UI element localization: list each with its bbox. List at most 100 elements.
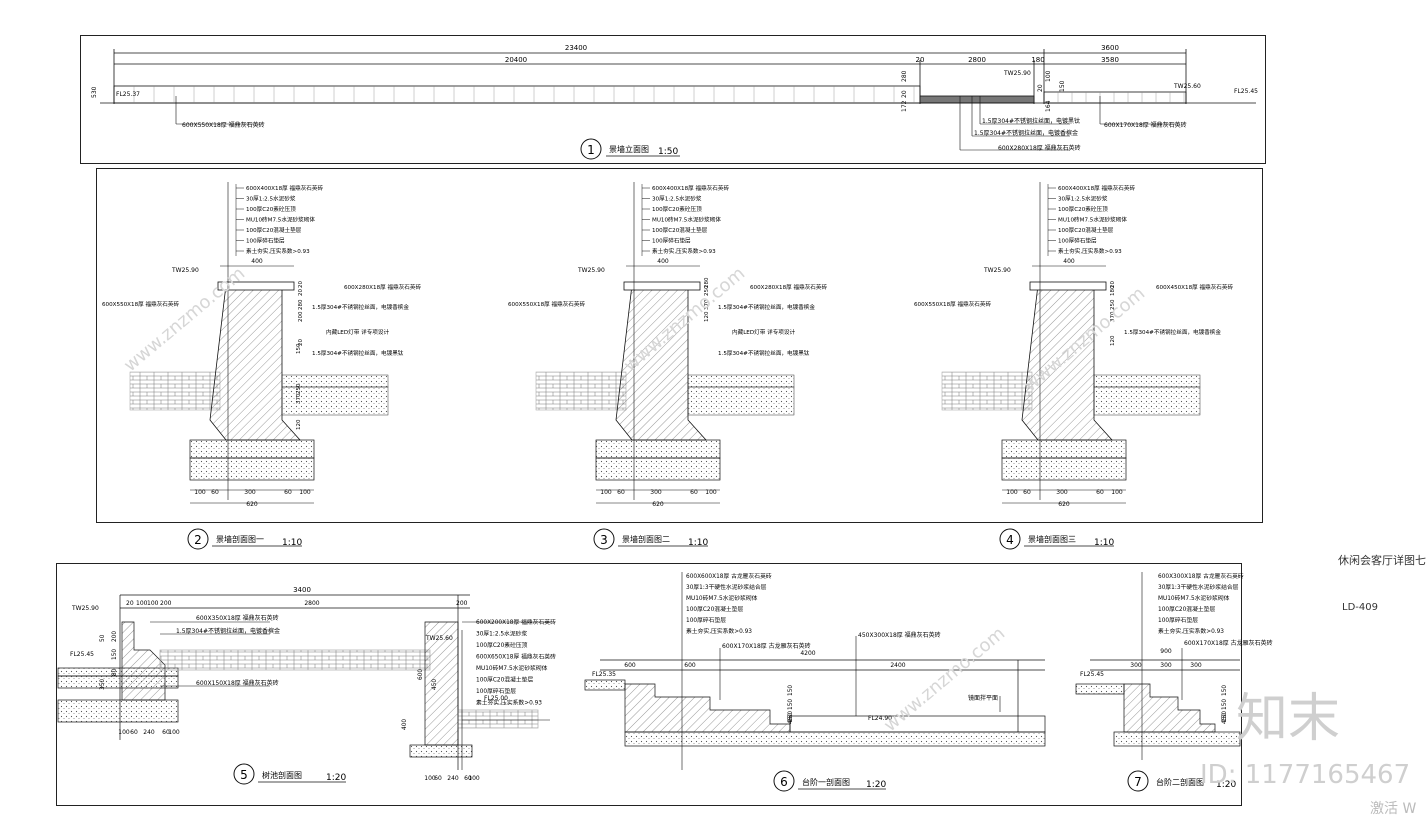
pool-side-dim: 400	[402, 719, 408, 730]
section-layer-label: 100厚碎石垫层	[1058, 237, 1097, 245]
pool-level-1: TW25.90	[71, 605, 99, 612]
pool-right-note: 100厚C20素砼压顶	[476, 641, 528, 649]
section-4: 600X400X18厚 福鼎灰石英砖30厚1:2.5水泥砂浆100厚C20素砼压…	[914, 182, 1233, 550]
section-paving	[941, 371, 1033, 411]
sections-frame	[96, 168, 1263, 523]
section-gravel	[1093, 386, 1201, 416]
section-bottom-dim: 100	[299, 489, 311, 496]
elevation-drawing	[100, 49, 1256, 104]
elev-note-2: 1.5厚304#不锈钢拉丝面，电镀黑钛	[982, 117, 1080, 125]
section-title-circle	[593, 528, 615, 550]
elev-side-dim-7: 150	[1059, 80, 1066, 92]
section-layer-label: 30厚1:2.5水泥砂浆	[652, 195, 702, 203]
stair2-title-num: 7	[1134, 775, 1142, 789]
stair2-scale: 1:20	[1216, 780, 1236, 790]
stair-layer-label: 100厚C20混凝土垫层	[1158, 605, 1215, 613]
elev-dim-180: 180	[1031, 56, 1044, 64]
section-concrete-bed	[595, 439, 721, 459]
stair2-note-1: 600X170X18厚 古龙雁灰石英砖	[1184, 639, 1273, 647]
section-layer-label: MU10砖M7.5水泥砂浆砌体	[652, 216, 721, 224]
elev-note-3: 1.5厚304#不锈钢拉丝面，电镀香槟金	[974, 129, 1078, 137]
sheet-code: LD-409	[1342, 602, 1378, 613]
stair2-leaders	[1141, 572, 1183, 760]
elev-side-dim-4: 100	[1045, 70, 1052, 82]
pool-bottom-dim: 60	[162, 729, 170, 736]
section-layer-label: 100厚C20混凝土垫层	[1058, 226, 1114, 234]
section-small-dim: 20	[298, 289, 304, 296]
pool-dim-100b: 100	[147, 600, 159, 607]
stair1-dim-1: 600	[624, 662, 636, 669]
pool-bottom-dim: 60	[464, 775, 472, 782]
stair-side-dim: 450	[788, 713, 794, 724]
elev-side-dim-6: 20	[1037, 84, 1044, 92]
stair1-scale: 1:20	[866, 780, 886, 790]
stair-layer-label: 30厚1:3干硬性水泥砂浆结合层	[1158, 583, 1239, 591]
section-wall-body	[209, 284, 301, 441]
section-coping	[217, 281, 295, 291]
stair1-note-2: 450X300X18厚 福鼎灰石英砖	[858, 631, 941, 639]
section-layer-label: 100厚C20混凝土垫层	[652, 226, 708, 234]
stair2-dim-2: 300	[1130, 662, 1142, 669]
section-bottom-dim: 60	[284, 489, 292, 496]
section-layer-label: 素土夯实,压实系数>0.93	[246, 247, 310, 255]
section-scale: 1:10	[282, 538, 302, 548]
pool-section-drawing	[57, 594, 539, 770]
section-note: 内藏LED灯带 详专项设计	[326, 328, 389, 336]
section-gravel-bed	[595, 457, 721, 481]
pool-right-note: MU10砖M7.5水泥砂浆砌体	[476, 664, 548, 672]
stair2-dim-3: 300	[1160, 662, 1172, 669]
section-bottom-total: 620	[246, 501, 258, 508]
elev-scale: 1:50	[658, 147, 678, 157]
stair1-level-2: FL24.90	[868, 715, 892, 722]
pool-level-2: FL25.45	[70, 651, 94, 658]
section-layer-label: 100厚C20素砼压顶	[652, 205, 702, 213]
stair-side-dim: 150	[788, 685, 794, 696]
elevation-tile-joints	[133, 86, 1185, 103]
section-layer-label: 素土夯实,压实系数>0.93	[652, 247, 716, 255]
elev-level-1: FL25.37	[116, 91, 140, 98]
elev-note-1: 600X550X18厚 福鼎灰石英砖	[182, 121, 265, 129]
section-top-dim: 400	[1063, 258, 1075, 265]
pool-side-dim: 50	[100, 634, 106, 642]
section-small-dim: 370	[296, 393, 302, 404]
pool-bottom-dim: 60	[130, 729, 138, 736]
section-layer-label: 100厚C20素砼压顶	[246, 205, 296, 213]
section-bottom-dim: 300	[1056, 489, 1068, 496]
pool-right-note: 素土夯实,压实系数>0.93	[476, 699, 542, 707]
section-concrete-bed	[1001, 439, 1127, 459]
pool-dim-20: 20	[126, 600, 134, 607]
stair-layer-label: 600X600X18厚 古龙雁灰石英砖	[686, 572, 772, 580]
pool-side-dim: 450	[432, 679, 438, 690]
elev-title: 景墙立面图	[609, 144, 649, 154]
pool-bottom-dim: 60	[434, 775, 442, 782]
section-small-dim: 370	[1110, 311, 1116, 322]
section-small-dim: 180	[1110, 285, 1116, 296]
section-small-dim: 250	[296, 383, 302, 394]
section-level: TW25.90	[577, 267, 605, 274]
pool-dim-200b: 200	[456, 600, 468, 607]
pool-right-note: 30厚1:2.5水泥砂浆	[476, 630, 527, 638]
section-small-dim: 200	[298, 311, 304, 322]
section-layer-label: 600X400X18厚 福鼎灰石英砖	[1058, 184, 1135, 192]
stair-side-dim: 150	[1222, 711, 1228, 722]
pool-level-4: FL25.00	[484, 695, 508, 702]
pool-right-note: 600X650X18厚 福鼎灰石英砖	[476, 653, 556, 661]
section-note: 内藏LED灯带 详专项设计	[732, 328, 795, 336]
stair1-dim-2: 600	[684, 662, 696, 669]
pool-side-dim: 150	[112, 649, 118, 660]
pool-right-note: 600X200X18厚 福鼎灰石英砖	[476, 618, 556, 626]
section-bottom-dim: 60	[1023, 489, 1031, 496]
details-frame	[56, 563, 1242, 806]
section-small-dim: 120	[1110, 335, 1116, 346]
elev-side-dim-2: 280	[901, 70, 908, 82]
section-small-dim: 250	[704, 285, 710, 296]
elev-dim-20: 20	[916, 56, 925, 64]
section-bottom-dim: 100	[600, 489, 612, 496]
section-gravel	[687, 386, 795, 416]
stair1-note-1: 600X170X18厚 古龙雁灰石英砖	[722, 642, 811, 650]
section-note: 600X280X18厚 福鼎灰石英砖	[344, 283, 421, 291]
section-coping	[623, 281, 701, 291]
section-bottom-dim: 100	[705, 489, 717, 496]
stair2-title-circle	[1127, 770, 1149, 792]
